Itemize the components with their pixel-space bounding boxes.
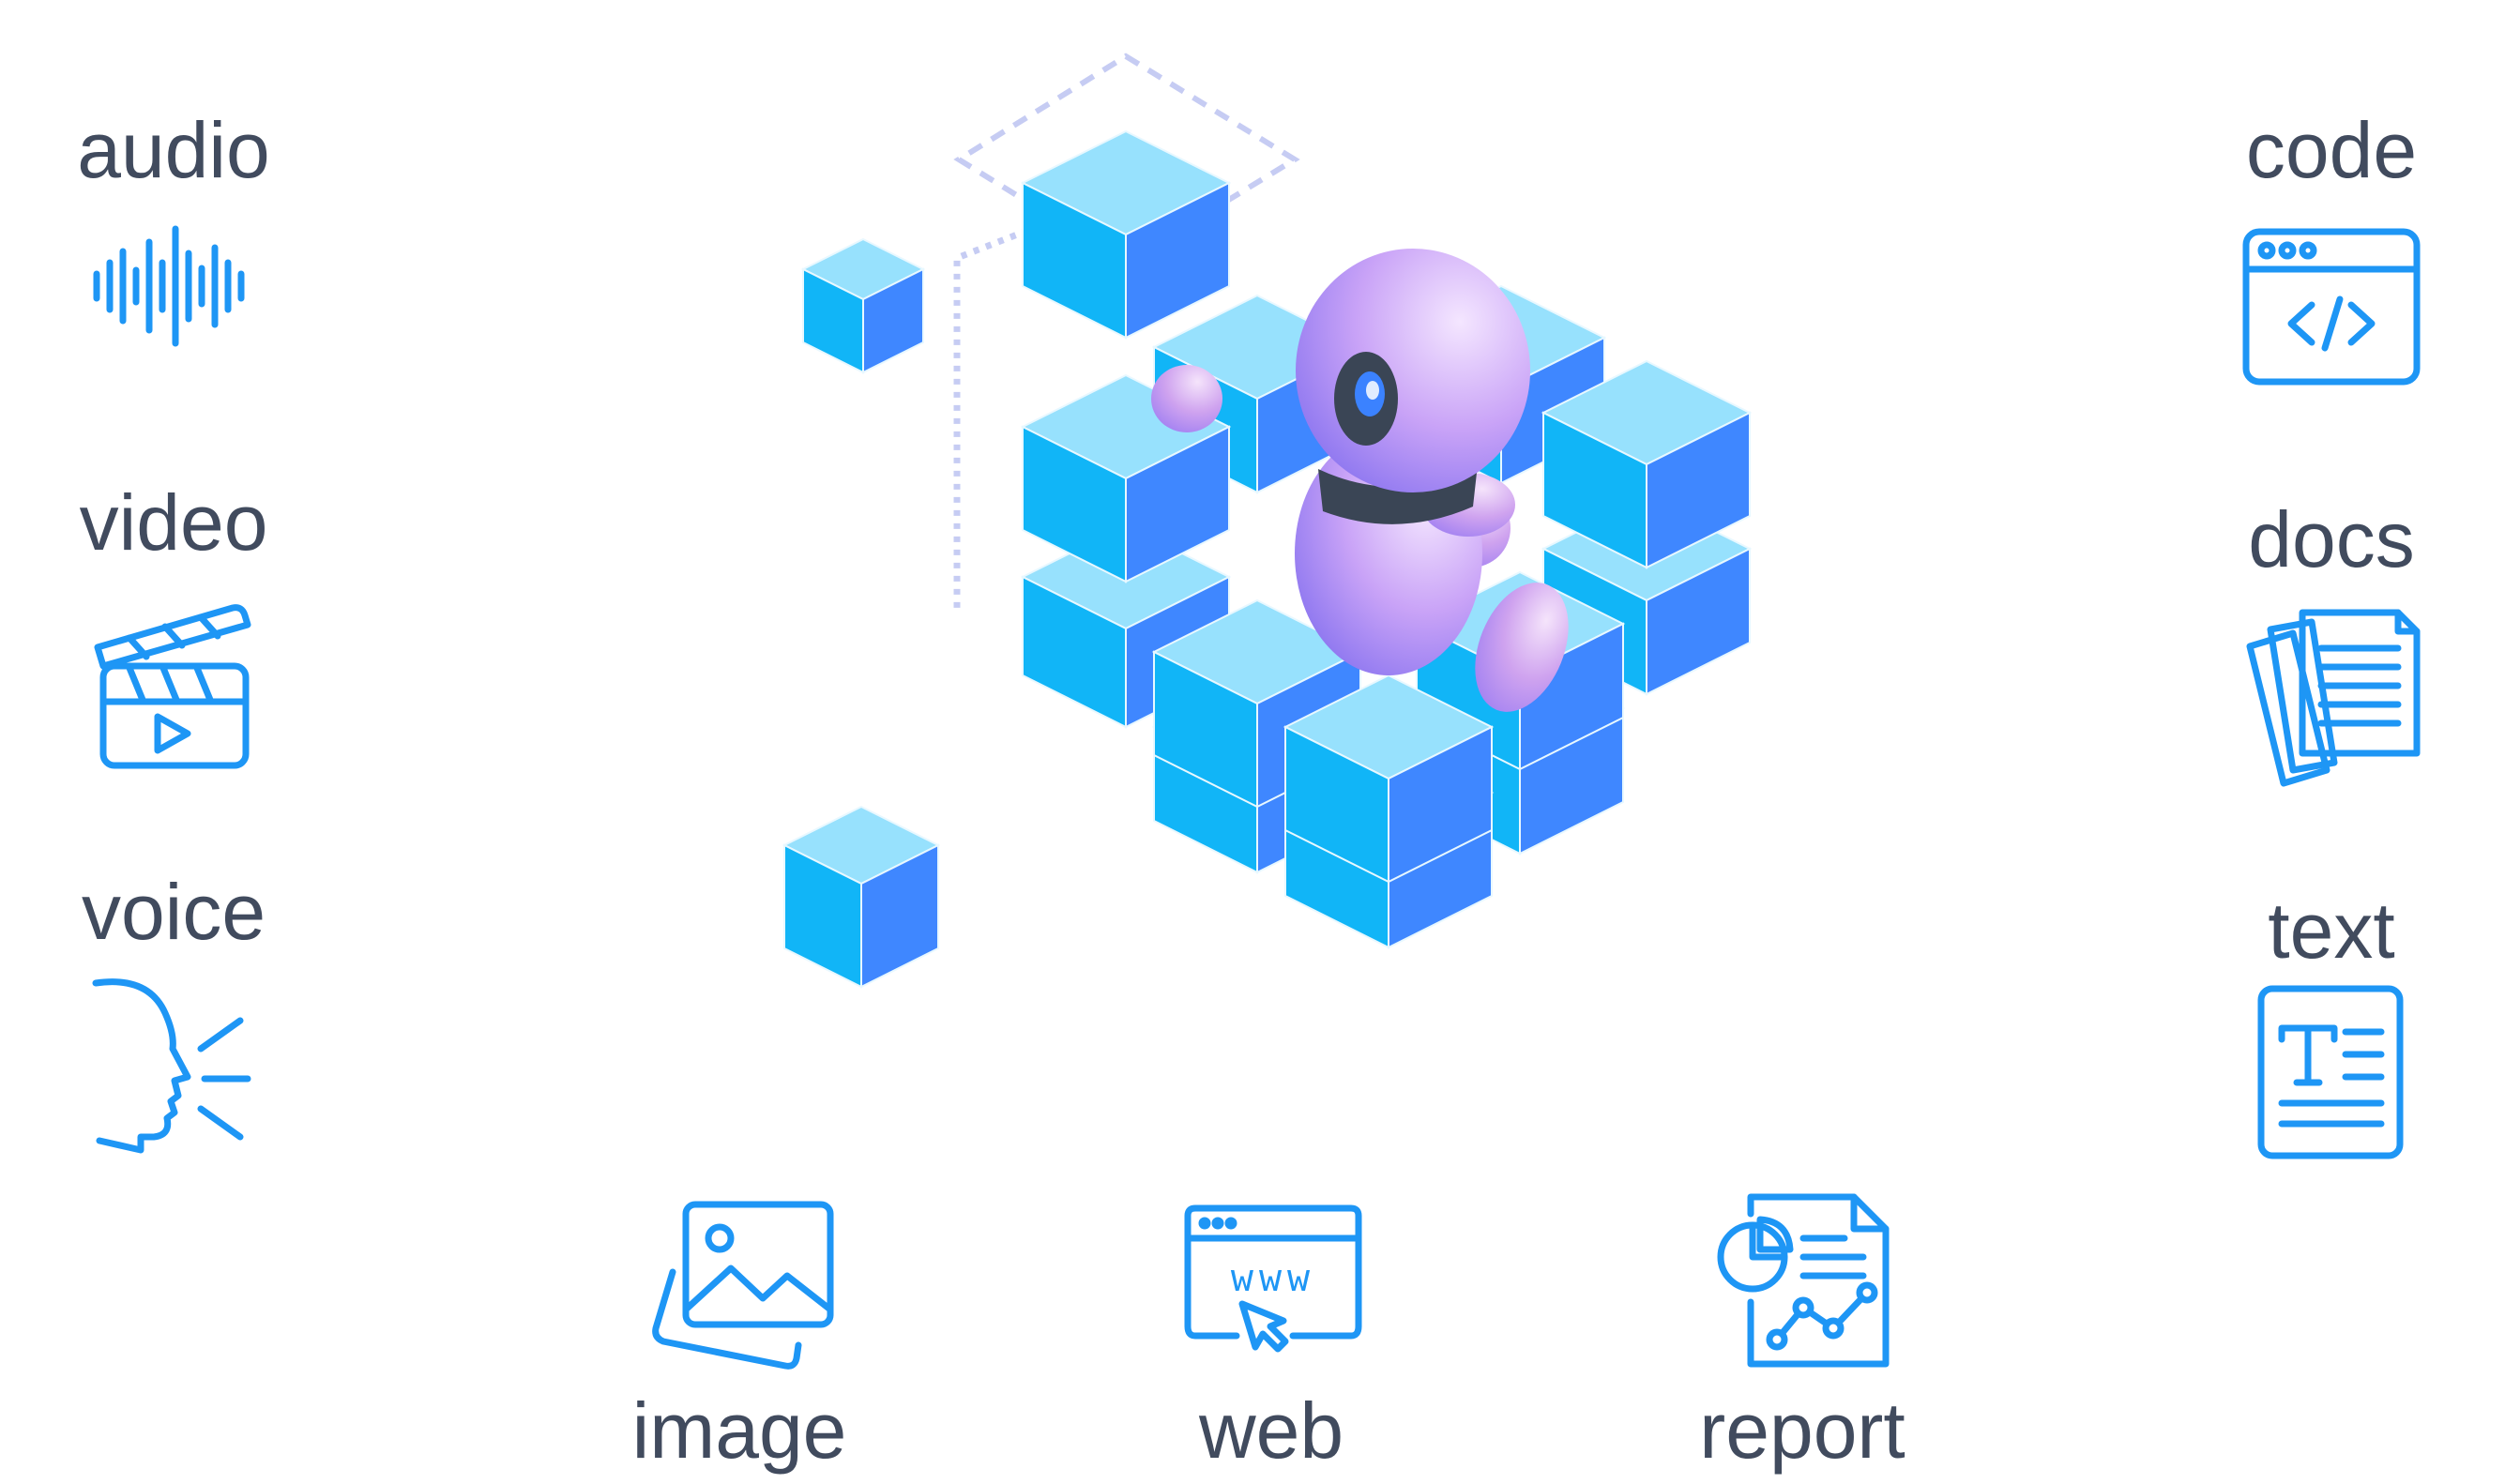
floating-small-cube	[800, 237, 926, 374]
www-text: www	[1231, 1257, 1315, 1300]
audio-label: audio	[77, 106, 270, 194]
code-label: code	[2245, 106, 2418, 194]
image-label: image	[631, 1386, 847, 1475]
code-window-icon	[2242, 228, 2421, 386]
web-label: web	[1198, 1386, 1344, 1475]
floating-low-cube	[782, 805, 941, 989]
docs-label: docs	[2248, 495, 2415, 583]
web-browser-icon: www	[1182, 1203, 1365, 1353]
report-chart-icon	[1713, 1191, 1891, 1368]
right-stack-top-cube	[1541, 359, 1753, 569]
documents-stack-icon	[2240, 605, 2424, 789]
speaking-head-icon	[92, 976, 256, 1163]
floating-top-cube	[1020, 129, 1232, 340]
voice-label: voice	[81, 868, 266, 956]
image-gallery-icon	[652, 1201, 836, 1370]
robot-figure	[1151, 249, 1569, 712]
front-center-cube	[1283, 674, 1495, 884]
report-label: report	[1699, 1386, 1905, 1475]
clapperboard-icon	[92, 589, 253, 773]
text-label: text	[2268, 886, 2395, 975]
text-document-icon	[2255, 983, 2406, 1161]
cube-grid	[782, 129, 1753, 989]
video-label: video	[79, 478, 268, 567]
audio-waveform-icon	[89, 225, 258, 347]
